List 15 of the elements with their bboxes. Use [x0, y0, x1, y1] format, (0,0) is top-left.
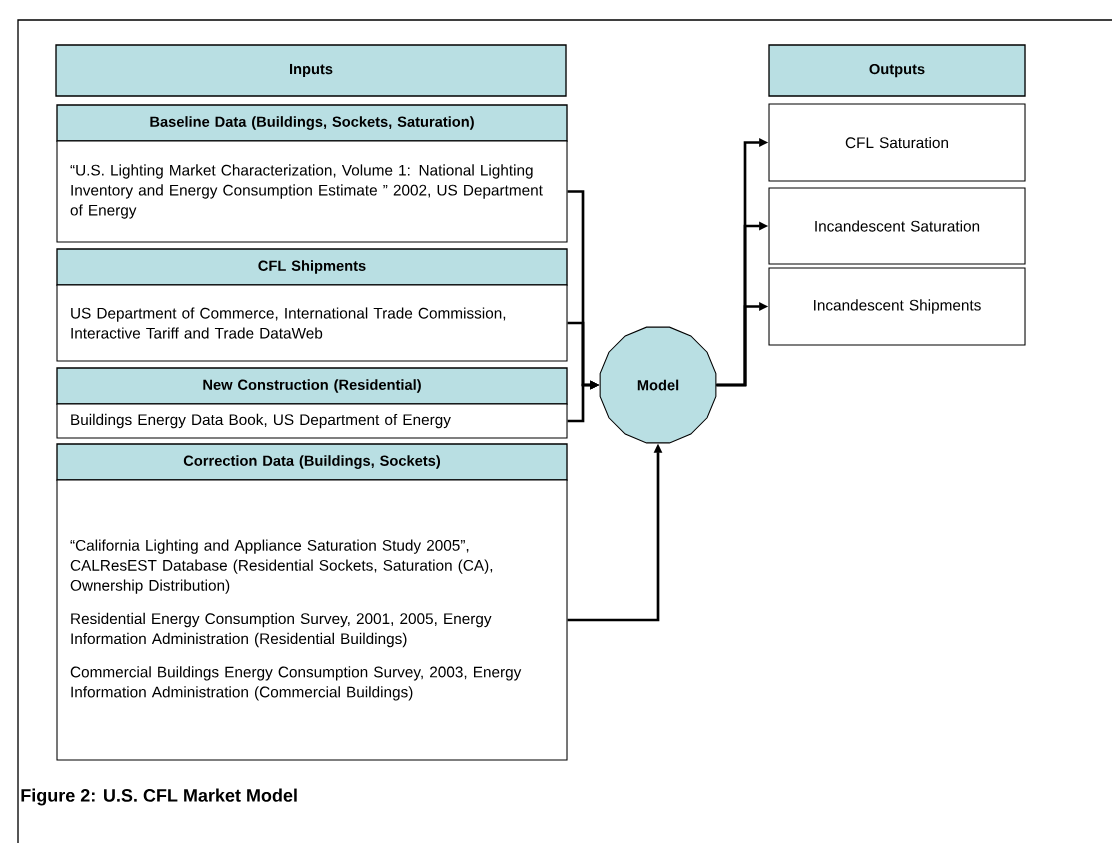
output-box: CFL Saturation	[768, 103, 1026, 182]
figure-caption: Figure 2: U.S. CFL Market Model	[21, 788, 297, 806]
source-box: Buildings Energy Data Book, US Department of Energy	[56, 403, 568, 439]
header-bar: Correction Data (Buildings, Sockets)	[56, 443, 568, 481]
source-box: “California Lighting and Appliance Saturation Study 2005”, CALResEST Database (Residential Sockets, Saturation (CA), Ownership Distribution) Residential Energy Consumption Survey, 2001, 2005, Energy Information Administration (Residential Buildings) Commercial Buildings Energy Consumption Survey, 2003, Energy Information Administration (Commercial Buildings)	[56, 479, 568, 761]
source-box: “U.S. Lighting Market Characterization, Volume 1: National Lighting Inventory and Energy Consumption Estimate ” 2002, US Department of Energy	[56, 140, 568, 243]
model-polygon: Model	[599, 326, 717, 444]
header-bar: Inputs	[55, 44, 567, 97]
header-bar: Outputs	[768, 44, 1026, 97]
output-box: Incandescent Shipments	[768, 267, 1026, 346]
output-box: Incandescent Saturation	[768, 187, 1026, 265]
header-bar: New Construction (Residential)	[56, 367, 568, 405]
header-bar: Baseline Data (Buildings, Sockets, Saturation)	[56, 104, 568, 142]
source-box: US Department of Commerce, International Trade Commission, Interactive Tariff and Trade DataWeb	[56, 284, 568, 362]
header-bar: CFL Shipments	[56, 248, 568, 286]
